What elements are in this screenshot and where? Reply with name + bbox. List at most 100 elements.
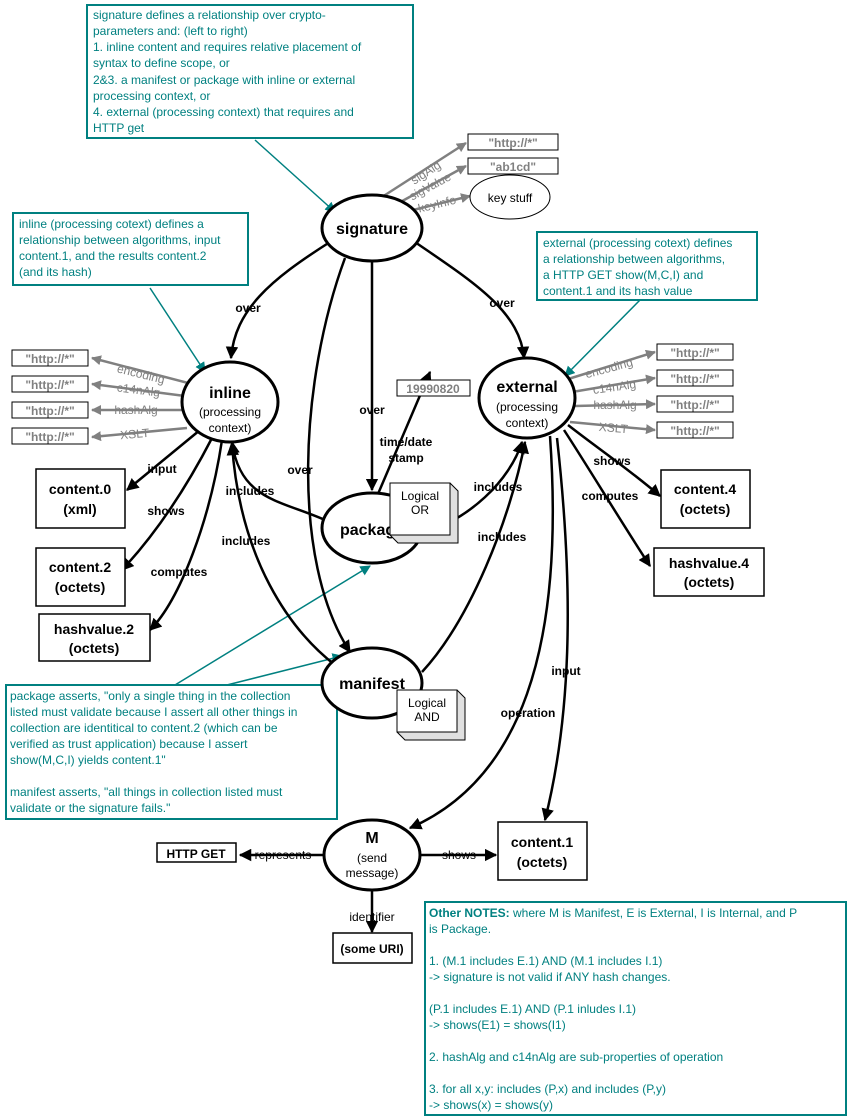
svg-text:show(M,C,I) yields content.1": show(M,C,I) yields content.1"	[10, 753, 166, 767]
note-external: external (processing cotext) defines a r…	[536, 231, 758, 301]
svg-text:(xml): (xml)	[63, 501, 96, 517]
svg-text:(octets): (octets)	[680, 501, 731, 517]
svg-text:(processing: (processing	[496, 400, 558, 414]
svg-text:includes: includes	[478, 530, 527, 544]
svg-text:content.1: content.1	[511, 834, 573, 850]
svg-text:3. for all x,y: includes (P,x): 3. for all x,y: includes (P,x) and inclu…	[429, 1082, 666, 1096]
svg-text:manifest: manifest	[339, 676, 405, 693]
svg-text:a relationship between algorit: a relationship between algorithms,	[543, 252, 725, 266]
svg-text:content.1, and the results con: content.1, and the results content.2	[19, 249, 207, 263]
note-pointer	[254, 139, 336, 213]
svg-text:computes: computes	[151, 565, 208, 579]
svg-text:content.4: content.4	[674, 481, 736, 497]
node-key-stuff[interactable]: key stuff	[469, 174, 551, 220]
svg-text:hashAlg: hashAlg	[114, 403, 157, 417]
svg-text:shows: shows	[147, 504, 185, 518]
svg-text:represents: represents	[255, 848, 312, 862]
literal-date: 19990820	[396, 379, 471, 397]
svg-text:is Package.: is Package.	[429, 922, 491, 936]
svg-text:over: over	[235, 301, 261, 315]
svg-text:processing context, or: processing context, or	[93, 89, 210, 103]
svg-text:includes: includes	[474, 480, 523, 494]
svg-text:external: external	[496, 379, 557, 396]
svg-text:"http://*": "http://*"	[25, 378, 74, 392]
literal-sigalg: "http://*"	[467, 133, 559, 151]
svg-text:(octets): (octets)	[69, 640, 120, 656]
literal-inline-xslt: "http://*"	[11, 427, 89, 445]
node-inline[interactable]: inline (processing context)	[180, 360, 280, 444]
svg-text:(send: (send	[357, 851, 387, 865]
svg-text:over: over	[287, 463, 313, 477]
svg-text:"http://*": "http://*"	[25, 352, 74, 366]
svg-text:"http://*": "http://*"	[670, 424, 719, 438]
box-content1[interactable]: content.1 (octets)	[497, 821, 588, 881]
box-hashvalue4[interactable]: hashvalue.4 (octets)	[653, 547, 765, 597]
svg-text:OR: OR	[411, 503, 429, 517]
node-signature[interactable]: signature	[320, 193, 424, 263]
svg-text:content.0: content.0	[49, 481, 111, 497]
svg-text:1. (M.1 includes E.1) AND (M.1: 1. (M.1 includes E.1) AND (M.1 includes …	[429, 954, 662, 968]
node-external[interactable]: external (processing context)	[477, 356, 577, 440]
svg-text:c14nAlg: c14nAlg	[592, 377, 637, 397]
svg-text:-> shows(x) = shows(y): -> shows(x) = shows(y)	[429, 1098, 553, 1112]
svg-text:message): message)	[346, 866, 399, 880]
literal-inline-encoding: "http://*"	[11, 349, 89, 367]
note-signature: signature defines a relationship over cr…	[86, 4, 414, 139]
svg-text:Logical: Logical	[401, 489, 439, 503]
svg-text:XSLT: XSLT	[598, 420, 629, 437]
svg-text:includes: includes	[226, 484, 275, 498]
svg-text:parameters and: (left to right: parameters and: (left to right)	[93, 24, 248, 38]
svg-text:(P.1 includes E.1) AND (P.1 in: (P.1 includes E.1) AND (P.1 inludes I.1)	[429, 1002, 636, 1016]
literal-inline-hash: "http://*"	[11, 401, 89, 419]
svg-text:(some URI): (some URI)	[340, 942, 403, 956]
svg-text:(octets): (octets)	[517, 854, 568, 870]
literal-inline-c14n: "http://*"	[11, 375, 89, 393]
svg-text:-> signature is not valid if A: -> signature is not valid if ANY hash ch…	[429, 970, 671, 984]
svg-text:"http://*": "http://*"	[670, 398, 719, 412]
svg-text:(octets): (octets)	[684, 574, 735, 590]
literal-ext-c14n: "http://*"	[656, 369, 734, 387]
svg-text:content.2: content.2	[49, 559, 111, 575]
note-pointer	[149, 287, 206, 373]
svg-text:"ab1cd": "ab1cd"	[490, 160, 536, 174]
svg-text:"http://*": "http://*"	[488, 136, 537, 150]
note-pointer	[564, 299, 641, 377]
svg-text:1. inline content and requires: 1. inline content and requires relative …	[93, 40, 362, 54]
svg-text:"http://*": "http://*"	[670, 372, 719, 386]
svg-text:2. hashAlg and c14nAlg are sub: 2. hashAlg and c14nAlg are sub-propertie…	[429, 1050, 723, 1064]
svg-text:"http://*": "http://*"	[25, 430, 74, 444]
svg-text:-> shows(E1) = shows(I1): -> shows(E1) = shows(I1)	[429, 1018, 566, 1032]
literal-sigvalue: "ab1cd"	[467, 157, 559, 175]
box-some-uri[interactable]: (some URI)	[332, 932, 413, 964]
svg-text:(octets): (octets)	[55, 579, 106, 595]
logical-or-box: Logical OR	[389, 482, 459, 544]
edges	[121, 238, 661, 934]
svg-text:validate or the signature fail: validate or the signature fails."	[10, 801, 170, 815]
svg-text:syntax to define scope, or: syntax to define scope, or	[93, 56, 230, 70]
property-arrows	[91, 141, 656, 442]
svg-text:identifier: identifier	[349, 910, 394, 924]
svg-text:context): context)	[506, 416, 549, 430]
svg-text:hashvalue.4: hashvalue.4	[669, 555, 749, 571]
svg-text:(processing: (processing	[199, 405, 261, 419]
svg-text:content.1 and its hash value: content.1 and its hash value	[543, 284, 693, 298]
box-content0[interactable]: content.0 (xml)	[35, 468, 126, 529]
svg-text:over: over	[359, 403, 385, 417]
node-m[interactable]: M (send message)	[322, 818, 422, 892]
literal-ext-hash: "http://*"	[656, 395, 734, 413]
svg-text:computes: computes	[582, 489, 639, 503]
box-http-get[interactable]: HTTP GET	[156, 842, 237, 863]
svg-text:hashvalue.2: hashvalue.2	[54, 621, 134, 637]
svg-text:(and its hash): (and its hash)	[19, 265, 92, 279]
box-hashvalue2[interactable]: hashvalue.2 (octets)	[38, 613, 151, 662]
note-package-manifest: package asserts, "only a single thing in…	[5, 684, 338, 820]
svg-text:includes: includes	[222, 534, 271, 548]
svg-text:stamp: stamp	[388, 451, 423, 465]
svg-text:manifest asserts, "all things: manifest asserts, "all things in collect…	[10, 785, 283, 799]
box-content2[interactable]: content.2 (octets)	[35, 547, 126, 607]
svg-text:shows: shows	[593, 454, 631, 468]
svg-text:context): context)	[209, 421, 252, 435]
box-content4[interactable]: content.4 (octets)	[660, 469, 751, 529]
svg-text:time/date: time/date	[380, 435, 433, 449]
svg-text:input: input	[551, 664, 580, 678]
